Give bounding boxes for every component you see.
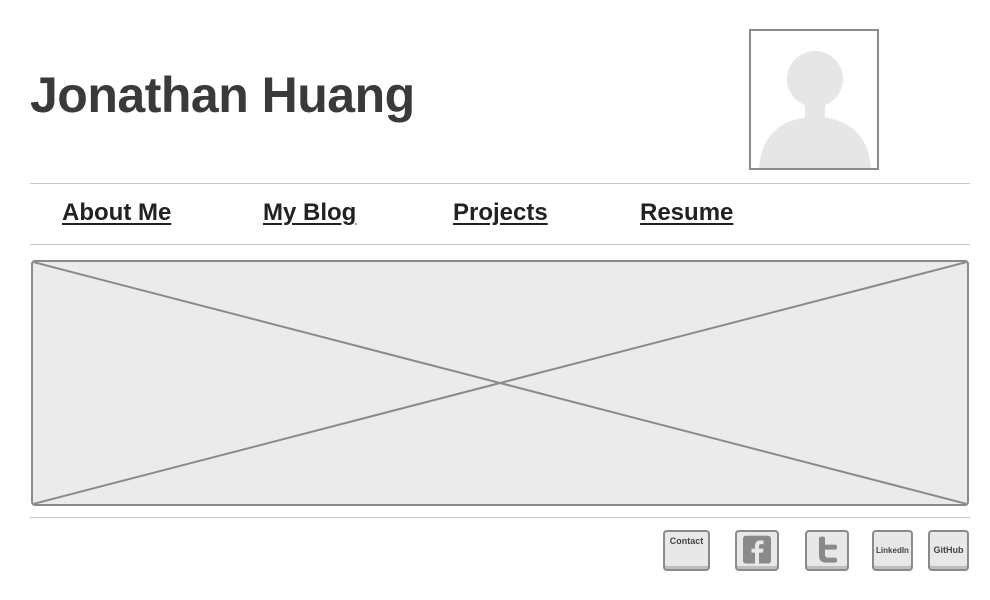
nav-divider — [30, 244, 970, 245]
nav-link-about-me[interactable]: About Me — [62, 199, 172, 226]
avatar — [749, 29, 879, 170]
twitter-button[interactable] — [805, 530, 849, 571]
twitter-icon — [819, 536, 837, 563]
contact-button[interactable]: Contact — [663, 530, 710, 571]
nav-link-resume[interactable]: Resume — [640, 199, 734, 226]
github-button[interactable]: GitHub — [928, 530, 969, 571]
contact-button-label: Contact — [669, 536, 704, 546]
header-divider — [30, 183, 970, 184]
footer-divider — [30, 517, 970, 518]
nav-link-projects[interactable]: Projects — [453, 199, 548, 226]
user-silhouette-icon — [759, 51, 871, 168]
nav-link-my-blog[interactable]: My Blog — [263, 199, 357, 226]
image-placeholder-icon — [33, 262, 967, 504]
hero-image-placeholder — [31, 260, 969, 506]
main-nav: About Me My Blog Projects Resume — [0, 183, 990, 245]
facebook-button[interactable] — [735, 530, 779, 571]
linkedin-button-label: LinkedIn — [876, 546, 909, 555]
site-title: Jonathan Huang — [30, 67, 415, 123]
github-button-label: GitHub — [933, 545, 964, 555]
facebook-icon — [743, 535, 771, 564]
linkedin-button[interactable]: LinkedIn — [872, 530, 913, 571]
